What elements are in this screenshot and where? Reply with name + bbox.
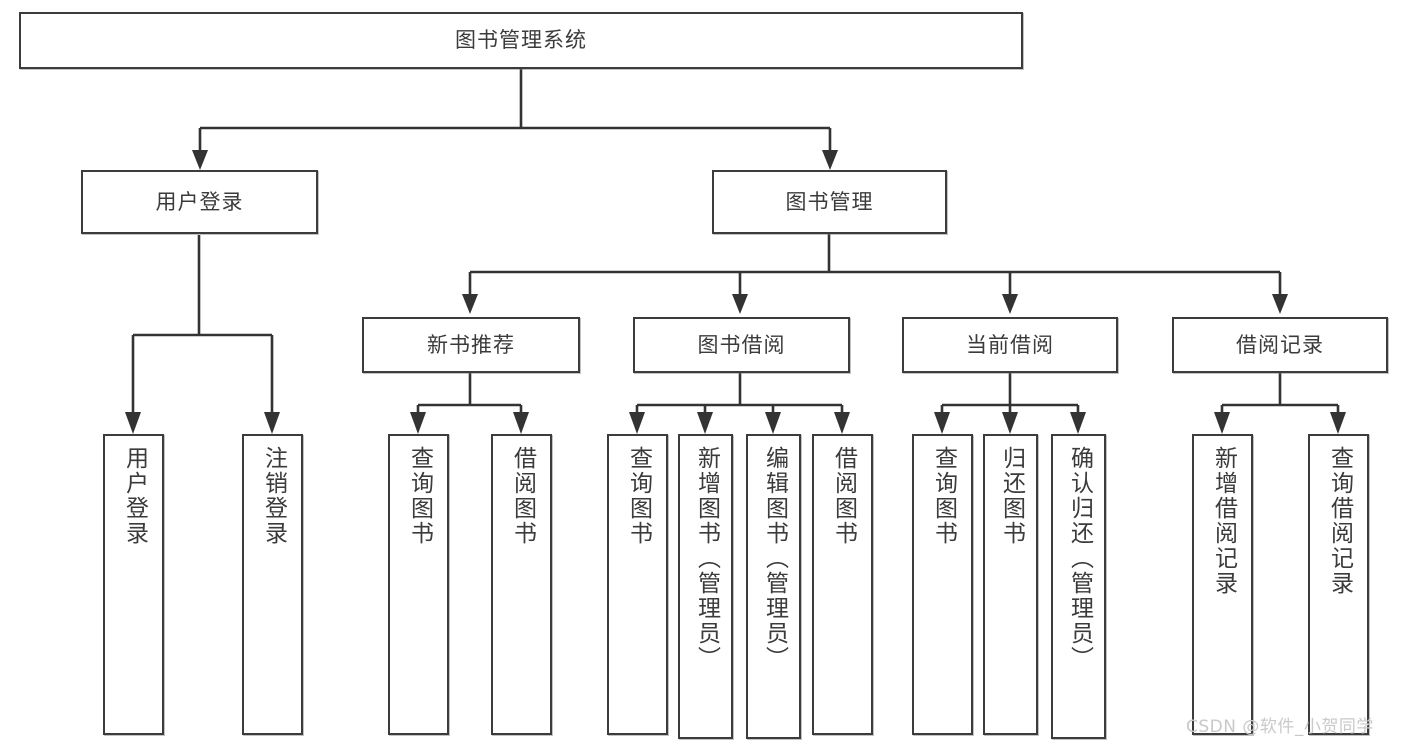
leaf-borrow-book-recommend[interactable]: 借阅图书 [491, 434, 552, 735]
node-label: 当前借阅 [966, 332, 1054, 357]
leaf-query-book-borrow[interactable]: 查询图书 [607, 434, 668, 735]
node-label: 图书管理 [785, 189, 874, 214]
node-label: 编辑图书（管理员） [761, 446, 788, 671]
node-label: 借阅图书 [830, 446, 857, 546]
node-label: 查询图书 [625, 446, 652, 546]
node-label: 借阅记录 [1236, 332, 1324, 357]
node-label: 新书推荐 [427, 332, 515, 357]
node-label: 查询图书 [930, 446, 957, 546]
node-book-management[interactable]: 图书管理 [712, 170, 947, 234]
node-label: 确认归还（管理员） [1066, 446, 1093, 671]
leaf-add-book-admin[interactable]: 新增图书（管理员） [678, 434, 733, 739]
node-label: 注销登录 [260, 446, 287, 546]
node-label: 用户登录 [121, 446, 148, 546]
node-book-borrow[interactable]: 图书借阅 [633, 317, 850, 373]
node-current-borrow[interactable]: 当前借阅 [902, 317, 1118, 373]
leaf-query-borrow-record[interactable]: 查询借阅记录 [1308, 434, 1369, 735]
node-label: 归还图书 [998, 446, 1025, 546]
node-root-system[interactable]: 图书管理系统 [19, 12, 1023, 69]
leaf-return-book[interactable]: 归还图书 [983, 434, 1038, 735]
node-label: 图书管理系统 [455, 28, 587, 53]
node-label: 查询图书 [406, 446, 433, 546]
leaf-edit-book-admin[interactable]: 编辑图书（管理员） [746, 434, 801, 739]
leaf-user-login[interactable]: 用户登录 [103, 434, 164, 735]
node-label: 新增借阅记录 [1210, 446, 1237, 596]
node-new-book-recommend[interactable]: 新书推荐 [362, 317, 580, 373]
leaf-borrow-book[interactable]: 借阅图书 [812, 434, 873, 735]
leaf-query-book-current[interactable]: 查询图书 [912, 434, 973, 735]
leaf-logout[interactable]: 注销登录 [242, 434, 303, 735]
node-borrow-record[interactable]: 借阅记录 [1172, 317, 1388, 373]
leaf-confirm-return-admin[interactable]: 确认归还（管理员） [1051, 434, 1106, 739]
node-label: 借阅图书 [509, 446, 536, 546]
node-label: 用户登录 [155, 189, 244, 214]
leaf-add-borrow-record[interactable]: 新增借阅记录 [1192, 434, 1253, 735]
node-label: 图书借阅 [697, 332, 786, 357]
csdn-watermark: CSDN @软件_小贺同学 [1186, 717, 1374, 737]
leaf-query-book-recommend[interactable]: 查询图书 [388, 434, 449, 735]
node-user-login[interactable]: 用户登录 [81, 170, 318, 234]
node-label: 新增图书（管理员） [693, 446, 720, 671]
node-label: 查询借阅记录 [1326, 446, 1353, 596]
